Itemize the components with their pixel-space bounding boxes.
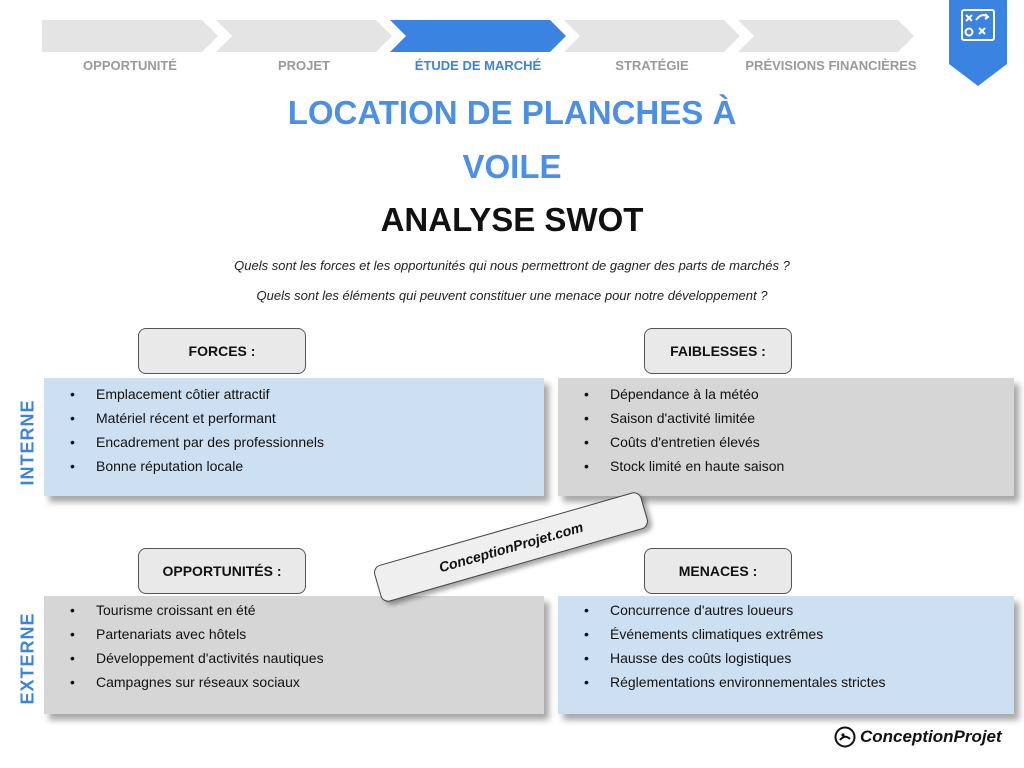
list-item: Stock limité en haute saison bbox=[558, 454, 1014, 478]
menaces-label: MENACES : bbox=[644, 548, 792, 594]
menaces-list: Concurrence d'autres loueurs Événements … bbox=[558, 596, 1014, 694]
step-chevron-opportunite[interactable] bbox=[42, 20, 218, 52]
faiblesses-list: Dépendance à la météo Saison d'activité … bbox=[558, 378, 1014, 478]
list-item: Encadrement par des professionnels bbox=[44, 430, 544, 454]
list-item: Saison d'activité limitée bbox=[558, 406, 1014, 430]
brand-name: ConceptionProjet bbox=[860, 727, 1002, 746]
forces-label: FORCES : bbox=[138, 328, 306, 374]
list-item: Campagnes sur réseaux sociaux bbox=[44, 670, 544, 694]
step-chevron-etude-de-marche[interactable] bbox=[390, 20, 566, 52]
watermark-badge: ConceptionProjet.com bbox=[372, 490, 650, 604]
forces-box: Emplacement côtier attractif Matériel ré… bbox=[44, 378, 544, 496]
step-label-opportunite[interactable]: OPPORTUNITÉ bbox=[83, 58, 177, 73]
step-chevron-projet[interactable] bbox=[216, 20, 392, 52]
page-title-line-1: LOCATION DE PLANCHES À bbox=[287, 94, 737, 131]
tactics-board-icon bbox=[961, 9, 995, 41]
forces-list: Emplacement côtier attractif Matériel ré… bbox=[44, 378, 544, 478]
list-item: Événements climatiques extrêmes bbox=[558, 622, 1014, 646]
list-item: Dépendance à la météo bbox=[558, 382, 1014, 406]
progress-steps: OPPORTUNITÉ PROJET ÉTUDE DE MARCHÉ STRAT… bbox=[0, 0, 1024, 80]
list-item: Développement d'activités nautiques bbox=[44, 646, 544, 670]
list-item: Coûts d'entretien élevés bbox=[558, 430, 1014, 454]
list-item: Partenariats avec hôtels bbox=[44, 622, 544, 646]
step-label-etude-de-marche[interactable]: ÉTUDE DE MARCHÉ bbox=[414, 58, 542, 73]
list-item: Concurrence d'autres loueurs bbox=[558, 598, 1014, 622]
step-label-strategie[interactable]: STRATÉGIE bbox=[615, 58, 689, 73]
question-1: Quels sont les forces et les opportunité… bbox=[234, 258, 790, 273]
opportunites-list: Tourisme croissant en été Partenariats a… bbox=[44, 596, 544, 694]
step-label-projet[interactable]: PROJET bbox=[277, 58, 330, 73]
step-chevron-strategie[interactable] bbox=[564, 20, 740, 52]
list-item: Réglementations environnementales strict… bbox=[558, 670, 1014, 694]
page-title-line-2: VOILE bbox=[462, 148, 562, 185]
brand-logo[interactable]: ConceptionProjet bbox=[834, 722, 1014, 752]
page-subtitle: ANALYSE SWOT bbox=[380, 201, 644, 238]
faiblesses-box: Dépendance à la météo Saison d'activité … bbox=[558, 378, 1014, 496]
opportunites-box: Tourisme croissant en été Partenariats a… bbox=[44, 596, 544, 714]
bookmark-ribbon[interactable] bbox=[949, 0, 1007, 86]
list-item: Bonne réputation locale bbox=[44, 454, 544, 478]
side-label-external: EXTERNE bbox=[17, 612, 38, 705]
list-item: Emplacement côtier attractif bbox=[44, 382, 544, 406]
faiblesses-label: FAIBLESSES : bbox=[644, 328, 792, 374]
list-item: Matériel récent et performant bbox=[44, 406, 544, 430]
list-item: Hausse des coûts logistiques bbox=[558, 646, 1014, 670]
question-2: Quels sont les éléments qui peuvent cons… bbox=[256, 288, 768, 303]
brand-mark-icon bbox=[834, 726, 856, 748]
menaces-box: Concurrence d'autres loueurs Événements … bbox=[558, 596, 1014, 714]
step-chevron-previsions-financieres[interactable] bbox=[738, 20, 914, 52]
opportunites-label: OPPORTUNITÉS : bbox=[138, 548, 306, 594]
list-item: Tourisme croissant en été bbox=[44, 598, 544, 622]
step-label-previsions-financieres[interactable]: PRÉVISIONS FINANCIÈRES bbox=[745, 58, 917, 73]
side-label-internal: INTERNE bbox=[17, 399, 38, 486]
